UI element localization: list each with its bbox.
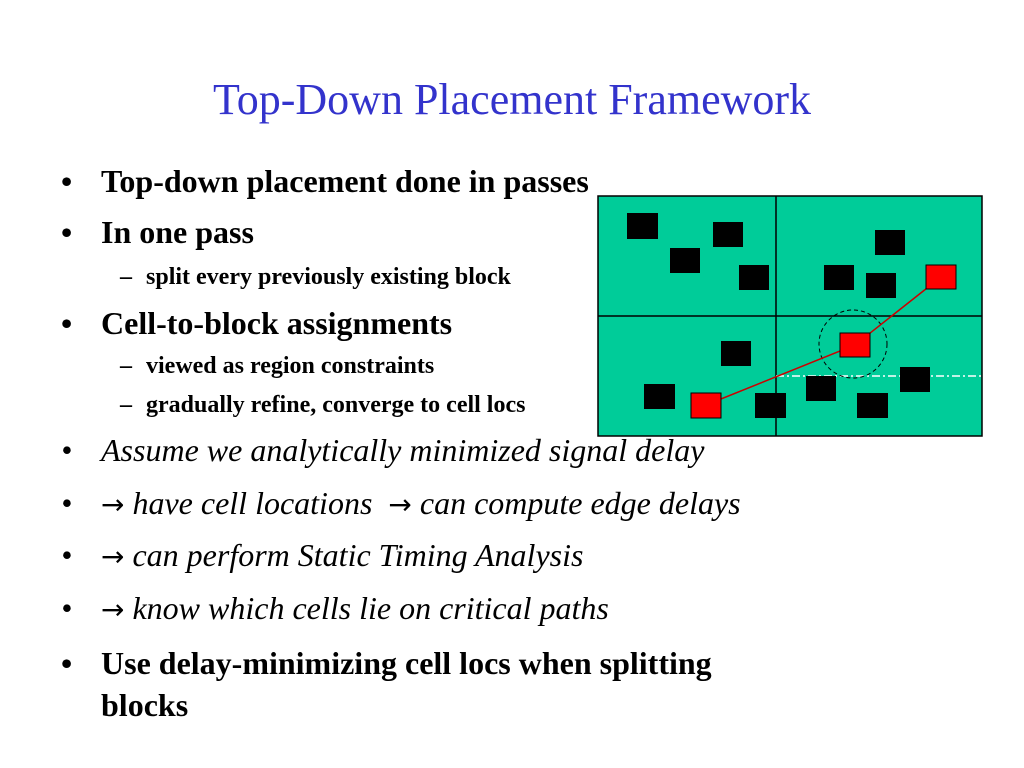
placed-cell (644, 384, 675, 409)
placed-cell (806, 376, 836, 401)
bullet-item: • → know which cells lie on critical pat… (61, 589, 609, 629)
bullet-item: • Cell-to-block assignments (61, 304, 453, 342)
bullet-marker: • (61, 485, 73, 521)
bullet-item: • Use delay-minimizing cell locs when sp… (61, 642, 712, 726)
dash-marker: – (120, 353, 132, 379)
bullet-item: • In one pass (61, 213, 254, 251)
arrow-icon: → (101, 488, 125, 521)
bullet-item: • → have cell locations → can compute ed… (61, 484, 741, 524)
arrow-icon: → (101, 593, 125, 626)
bullet-marker: • (61, 645, 73, 681)
placed-cell (627, 213, 658, 239)
placed-cell (739, 265, 769, 290)
slide-title: Top-Down Placement Framework (212, 75, 812, 124)
cell-layer (627, 213, 957, 419)
sub-bullet-text: split every previously existing block (146, 264, 511, 290)
bullet-text: Top-down placement done in passes (101, 163, 589, 199)
sub-bullet-item: – viewed as region constraints (120, 352, 435, 380)
bullet-item: • → can perform Static Timing Analysis (61, 536, 584, 576)
sub-bullet-text: gradually refine, converge to cell locs (146, 392, 526, 418)
bullet-text: Assume we analytically minimized signal … (101, 432, 705, 468)
critical-cell (690, 392, 722, 419)
placed-cell (670, 248, 700, 273)
placed-cell (866, 273, 896, 298)
bullet-text: have cell locations (132, 485, 373, 521)
placed-cell (824, 265, 854, 290)
placed-cell (755, 393, 786, 418)
bullet-text: Cell-to-block assignments (101, 305, 453, 341)
dash-marker: – (120, 392, 132, 418)
dash-marker: – (120, 264, 132, 290)
placed-cell (713, 222, 743, 247)
bullet-item: • Top-down placement done in passes (61, 162, 589, 200)
bullet-text: know which cells lie on critical paths (132, 590, 609, 626)
placed-cell (721, 341, 751, 366)
bullet-marker: • (61, 214, 73, 250)
sub-bullet-text: viewed as region constraints (146, 353, 435, 379)
sub-bullet-item: – split every previously existing block (120, 263, 511, 291)
bullet-text: Use delay-minimizing cell locs when spli… (101, 645, 712, 681)
bullet-text-continued: blocks (101, 687, 189, 723)
bullet-marker: • (61, 432, 73, 468)
arrow-icon: → (101, 540, 125, 573)
critical-cell (839, 332, 871, 358)
critical-cell (925, 264, 957, 290)
bullet-marker: • (61, 305, 73, 341)
focus-circle (818, 309, 888, 379)
bullet-text: can compute edge delays (419, 485, 741, 521)
bullet-text: In one pass (101, 214, 254, 250)
bullet-marker: • (61, 163, 73, 199)
bullet-text: can perform Static Timing Analysis (132, 537, 584, 573)
bullet-marker: • (61, 537, 73, 573)
placed-cell (900, 367, 930, 392)
placed-cell (875, 230, 905, 255)
arrow-icon: → (388, 488, 412, 521)
sub-bullet-item: – gradually refine, converge to cell loc… (120, 391, 526, 419)
placed-cell (857, 393, 888, 418)
bullet-marker: • (61, 590, 73, 626)
bullet-item: • Assume we analytically minimized signa… (61, 431, 705, 469)
